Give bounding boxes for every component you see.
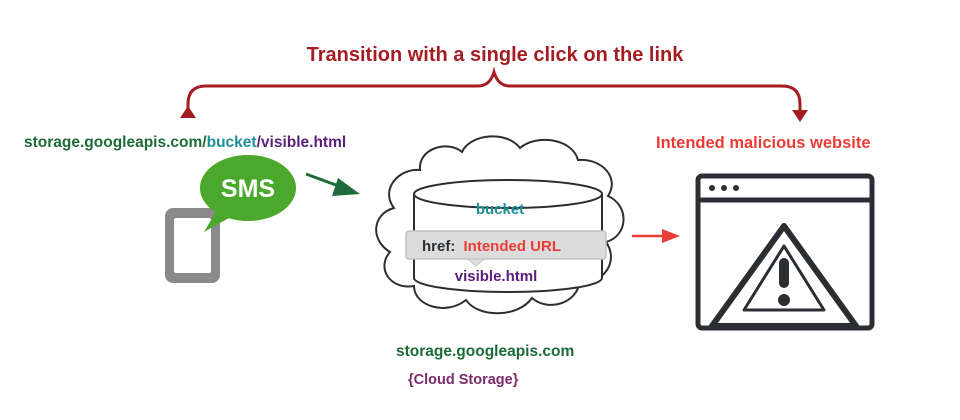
bucket-label: bucket [476, 201, 524, 218]
href-value: Intended URL [464, 238, 562, 255]
url-separator: / [256, 134, 261, 151]
sms-bubble-icon: SMS [200, 155, 296, 232]
url-domain: storage.googleapis.com/ [24, 134, 207, 151]
url-bucket: bucket [206, 134, 257, 151]
redirect-arrow [632, 229, 680, 243]
href-key: href: [422, 238, 455, 255]
transition-label: Transition with a single click on the li… [306, 44, 684, 66]
cloud-storage-label: {Cloud Storage} [408, 372, 519, 388]
malicious-website-label: Intended malicious website [656, 134, 871, 152]
visible-url: storage.googleapis.com/bucket/visible.ht… [24, 134, 346, 152]
database-icon: bucket href: Intended URL visible.html [405, 179, 607, 293]
file-label: visible.html [455, 268, 538, 285]
sms-label: SMS [221, 175, 275, 203]
storage-domain-label: storage.googleapis.com [396, 343, 575, 360]
phone-icon [165, 208, 220, 283]
transition-bracket [180, 66, 808, 122]
send-arrow [305, 172, 360, 196]
svg-text:href: Intended URL: href: Intended URL [422, 238, 561, 255]
warning-triangle-icon [709, 223, 859, 329]
url-file: visible.html [260, 134, 347, 151]
